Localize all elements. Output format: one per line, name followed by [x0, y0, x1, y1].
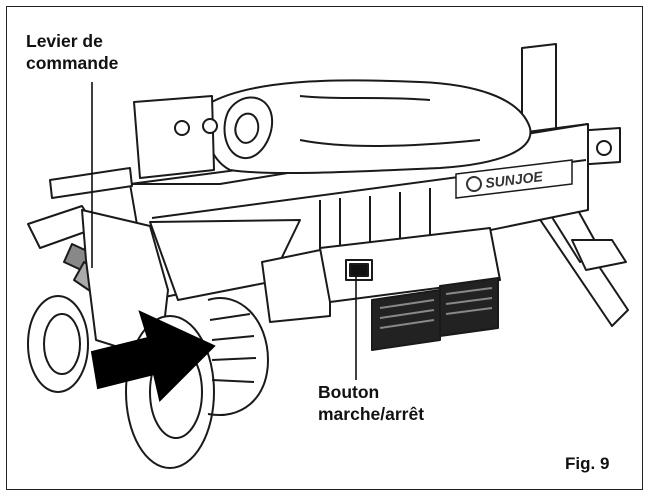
- on-off-button-label: Bouton marche/arrêt: [318, 381, 424, 425]
- arrow-pointer-icon: [90, 310, 216, 402]
- figure-number: Fig. 9: [565, 454, 610, 473]
- brand-logo: SUNJOE: [455, 159, 573, 199]
- control-lever-label-line2: commande: [26, 53, 119, 73]
- control-lever-label: Levier de commande: [26, 30, 118, 74]
- control-lever-label-line1: Levier de: [26, 31, 103, 51]
- pusher-plate: [133, 95, 215, 179]
- battery-1: [371, 289, 441, 351]
- motor-housing: [261, 247, 331, 323]
- log: [204, 79, 532, 175]
- on-off-button-label-line1: Bouton: [318, 382, 380, 402]
- brand-logo-text: SUNJOE: [484, 168, 544, 191]
- on-off-button-label-line2: marche/arrêt: [318, 404, 425, 424]
- battery-2: [439, 277, 499, 337]
